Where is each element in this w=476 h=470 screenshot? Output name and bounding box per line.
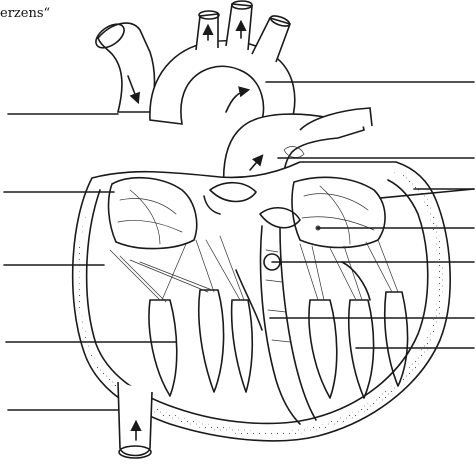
aorta (150, 1, 295, 126)
inferior-vena-cava (118, 382, 152, 458)
